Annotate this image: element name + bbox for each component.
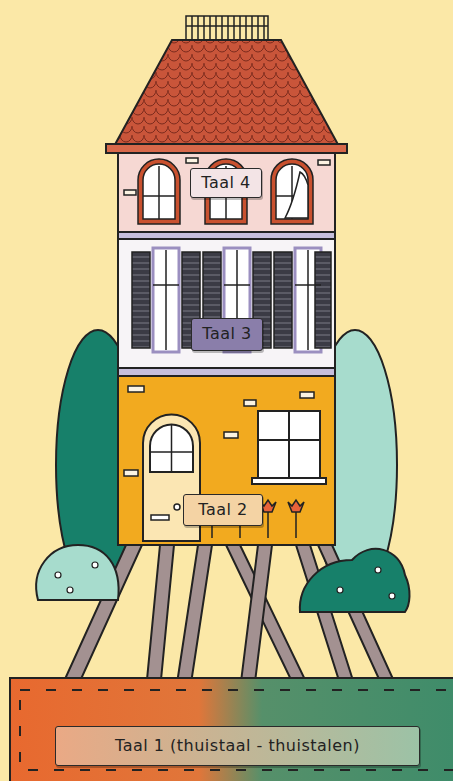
home-language-label: Taal 1 (thuistaal - thuistalen) bbox=[55, 726, 420, 766]
stilt bbox=[240, 545, 272, 690]
brick bbox=[224, 432, 238, 438]
dot bbox=[375, 567, 381, 573]
second-floor bbox=[118, 238, 335, 368]
brick bbox=[186, 158, 198, 163]
brick bbox=[124, 190, 136, 195]
bricks bbox=[124, 158, 330, 195]
dot bbox=[92, 562, 98, 568]
language-label: Taal 3 bbox=[191, 318, 263, 351]
bush-dots bbox=[55, 562, 395, 599]
roof bbox=[112, 40, 341, 150]
label-text: Taal 4 bbox=[201, 174, 250, 192]
stilt bbox=[226, 545, 310, 690]
brick bbox=[244, 400, 256, 406]
bush bbox=[36, 545, 118, 600]
ground-band bbox=[10, 678, 453, 781]
stilt bbox=[176, 545, 212, 690]
roof-railing bbox=[186, 16, 268, 40]
ground-floor bbox=[118, 375, 335, 545]
language-label: Taal 2 bbox=[183, 494, 263, 526]
shutter bbox=[315, 252, 331, 348]
shuttered-windows bbox=[132, 248, 331, 352]
shutter bbox=[274, 252, 292, 348]
brick bbox=[318, 160, 330, 165]
roof-eave bbox=[106, 144, 347, 153]
curtain bbox=[285, 172, 308, 218]
brick bbox=[128, 386, 144, 392]
window-sill bbox=[252, 478, 326, 484]
door-window bbox=[150, 425, 193, 472]
bush bbox=[300, 549, 410, 612]
floor-band bbox=[118, 232, 335, 239]
label-text: Taal 1 (thuistaal - thuistalen) bbox=[115, 737, 360, 755]
shutter bbox=[132, 252, 150, 348]
window-bars bbox=[153, 250, 321, 350]
stilt bbox=[146, 545, 174, 690]
window-bars bbox=[258, 411, 320, 478]
arched-windows bbox=[138, 159, 313, 224]
dot bbox=[389, 593, 395, 599]
top-floor bbox=[118, 150, 335, 232]
window bbox=[258, 411, 320, 478]
label-text: Taal 3 bbox=[202, 325, 251, 343]
dot bbox=[55, 572, 61, 578]
ground-dashes bbox=[20, 690, 453, 770]
dot bbox=[337, 587, 343, 593]
floor-band bbox=[118, 368, 335, 376]
mail-slot bbox=[151, 515, 169, 520]
dot bbox=[67, 587, 73, 593]
language-label: Taal 4 bbox=[190, 168, 262, 198]
label-text: Taal 2 bbox=[198, 501, 247, 519]
tulip bbox=[288, 500, 304, 512]
door-window-bars bbox=[150, 425, 193, 472]
door-knob bbox=[174, 504, 180, 510]
brick bbox=[124, 470, 138, 476]
window-bars bbox=[143, 166, 308, 219]
brick bbox=[300, 392, 314, 398]
